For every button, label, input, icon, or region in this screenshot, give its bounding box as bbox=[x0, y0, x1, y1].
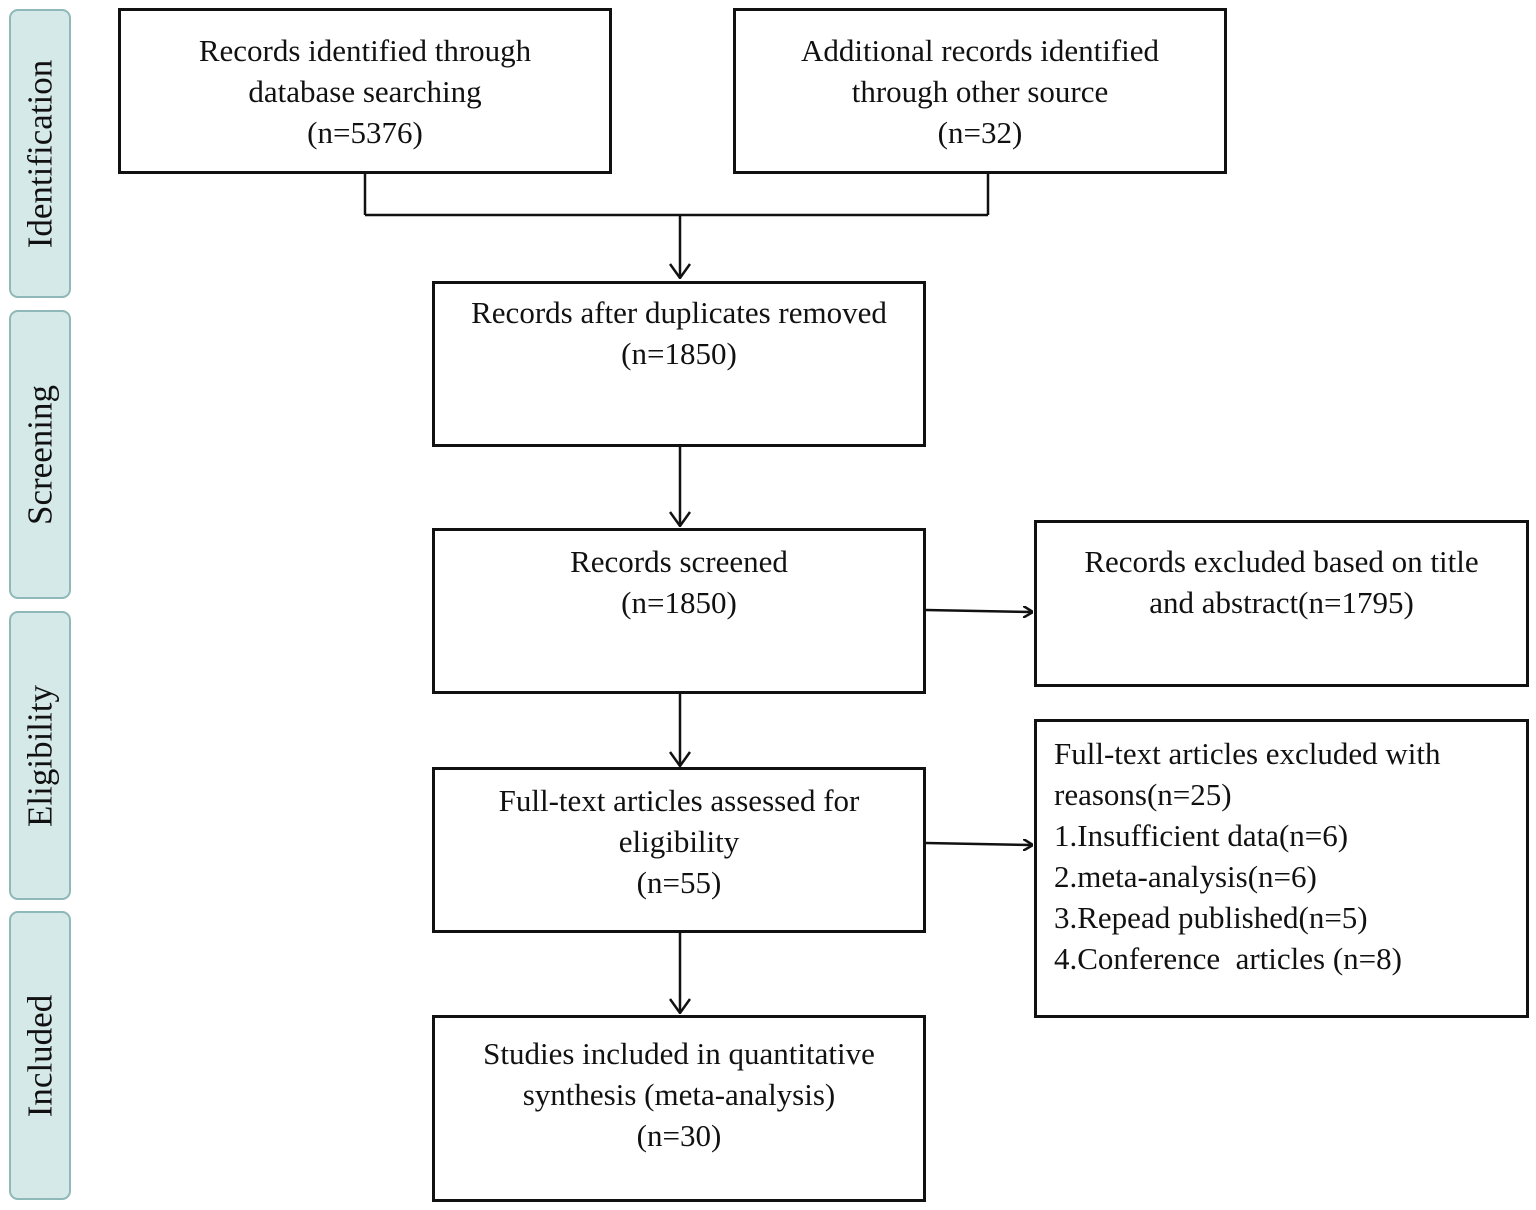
other-sources-line-2: through other source bbox=[851, 74, 1109, 109]
after-duplicates-count: (n=1850) bbox=[621, 336, 737, 371]
box-other-sources: Additional records identified through ot… bbox=[733, 8, 1227, 174]
box-excluded-title-abstract: Records excluded based on title and abst… bbox=[1034, 520, 1529, 687]
full-text-excluded-line-1: Full-text articles excluded with bbox=[1054, 736, 1441, 771]
database-search-line-1: Records identified through bbox=[198, 33, 532, 68]
screened-line-1: Records screened bbox=[570, 544, 788, 579]
included-studies-line-2: synthesis (meta-analysis) bbox=[522, 1077, 836, 1112]
box-database-search: Records identified through database sear… bbox=[118, 8, 612, 174]
after-duplicates-line-1: Records after duplicates removed bbox=[471, 295, 887, 330]
arrow-to-excluded-full-text bbox=[925, 843, 1032, 845]
included-studies-count: (n=30) bbox=[636, 1118, 722, 1153]
included-studies-line-1: Studies included in quantitative bbox=[483, 1036, 875, 1071]
database-search-line-2: database searching bbox=[248, 74, 482, 109]
stage-identification: Identification bbox=[9, 9, 71, 298]
other-sources-count: (n=32) bbox=[937, 115, 1023, 150]
stage-included: Included bbox=[9, 911, 71, 1200]
excluded-title-line-2: and abstract(n=1795) bbox=[1149, 585, 1414, 620]
box-screened: Records screened (n=1850) bbox=[432, 528, 926, 694]
box-full-text-excluded: Full-text articles excluded with reasons… bbox=[1034, 719, 1529, 1018]
excluded-title-line-1: Records excluded based on title bbox=[1084, 544, 1479, 579]
exclusion-reason-1: 1.Insufficient data(n=6) bbox=[1054, 818, 1349, 853]
exclusion-reason-4: 4.Conference articles (n=8) bbox=[1054, 941, 1402, 976]
box-after-duplicates: Records after duplicates removed (n=1850… bbox=[432, 281, 926, 447]
box-full-text-assessed: Full-text articles assessed for eligibil… bbox=[432, 767, 926, 933]
full-text-assessed-line-2: eligibility bbox=[618, 824, 740, 859]
stage-eligibility: Eligibility bbox=[9, 611, 71, 900]
other-sources-line-1: Additional records identified bbox=[800, 33, 1160, 68]
full-text-excluded-line-2: reasons(n=25) bbox=[1054, 777, 1232, 812]
exclusion-reason-3: 3.Repead published(n=5) bbox=[1054, 900, 1368, 935]
exclusion-reason-2: 2.meta-analysis(n=6) bbox=[1054, 859, 1317, 894]
stage-screening: Screening bbox=[9, 310, 71, 599]
full-text-assessed-count: (n=55) bbox=[636, 865, 722, 900]
box-included-studies: Studies included in quantitative synthes… bbox=[432, 1015, 926, 1202]
database-search-count: (n=5376) bbox=[307, 115, 423, 150]
screened-count: (n=1850) bbox=[621, 585, 737, 620]
full-text-assessed-line-1: Full-text articles assessed for bbox=[498, 783, 860, 818]
arrow-to-excluded-title bbox=[925, 610, 1032, 612]
